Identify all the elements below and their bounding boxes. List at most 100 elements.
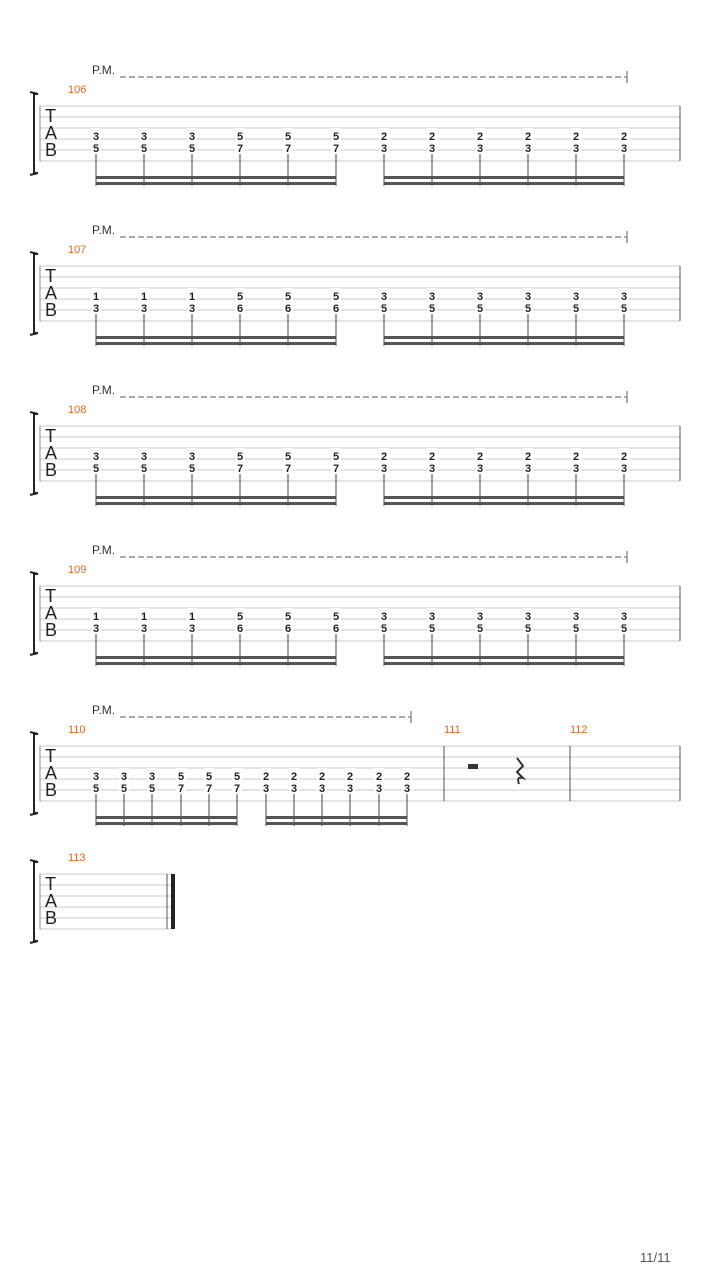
fret-number: 6 bbox=[285, 303, 291, 315]
fret-number: 7 bbox=[234, 783, 240, 795]
beam-secondary bbox=[384, 662, 624, 665]
fret-background bbox=[139, 128, 149, 152]
fret-number: 5 bbox=[141, 143, 147, 155]
fret-background bbox=[261, 768, 271, 792]
fret-number: 3 bbox=[621, 291, 627, 303]
beam-primary bbox=[96, 656, 336, 659]
fret-number: 3 bbox=[477, 143, 483, 155]
fret-number: 6 bbox=[237, 623, 243, 635]
fret-background bbox=[91, 768, 101, 792]
beam-secondary bbox=[96, 342, 336, 345]
palm-mute-label: P.M. bbox=[92, 703, 115, 717]
system-bracket bbox=[33, 573, 38, 654]
fret-number: 7 bbox=[333, 143, 339, 155]
bracket-top-hook bbox=[29, 251, 39, 255]
fret-background bbox=[619, 288, 629, 312]
fret-background bbox=[379, 608, 389, 632]
palm-mute-label: P.M. bbox=[92, 63, 115, 77]
fret-number: 5 bbox=[206, 771, 212, 783]
beam-primary bbox=[384, 176, 624, 179]
fret-background bbox=[235, 288, 245, 312]
fret-number: 1 bbox=[189, 291, 195, 303]
bracket-bottom-hook bbox=[29, 940, 39, 944]
tab-clef-letter: A bbox=[45, 603, 57, 623]
fret-number: 3 bbox=[573, 611, 579, 623]
fret-background bbox=[139, 608, 149, 632]
fret-number: 5 bbox=[573, 303, 579, 315]
fret-number: 2 bbox=[621, 451, 627, 463]
fret-background bbox=[374, 768, 384, 792]
fret-background bbox=[571, 448, 581, 472]
fret-number: 5 bbox=[429, 303, 435, 315]
fret-background bbox=[91, 288, 101, 312]
beam-primary bbox=[384, 336, 624, 339]
fret-number: 2 bbox=[525, 451, 531, 463]
measure-number: 110 bbox=[68, 724, 86, 736]
beam-primary bbox=[266, 816, 407, 819]
fret-number: 3 bbox=[573, 143, 579, 155]
fret-number: 5 bbox=[477, 623, 483, 635]
fret-number: 5 bbox=[477, 303, 483, 315]
fret-number: 3 bbox=[93, 623, 99, 635]
fret-background bbox=[331, 288, 341, 312]
beam-secondary bbox=[266, 822, 407, 825]
fret-background bbox=[283, 128, 293, 152]
fret-background bbox=[317, 768, 327, 792]
tab-clef-letter: A bbox=[45, 443, 57, 463]
fret-number: 1 bbox=[93, 291, 99, 303]
bracket-bottom-hook bbox=[29, 172, 39, 176]
fret-background bbox=[571, 288, 581, 312]
fret-background bbox=[427, 448, 437, 472]
fret-number: 5 bbox=[525, 303, 531, 315]
fret-background bbox=[402, 768, 412, 792]
fret-background bbox=[91, 448, 101, 472]
fret-number: 3 bbox=[477, 291, 483, 303]
palm-mute-label: P.M. bbox=[92, 543, 115, 557]
fret-number: 7 bbox=[285, 463, 291, 475]
tab-clef-letter: A bbox=[45, 283, 57, 303]
fret-number: 3 bbox=[141, 451, 147, 463]
fret-background bbox=[619, 448, 629, 472]
fret-number: 7 bbox=[333, 463, 339, 475]
fret-background bbox=[283, 448, 293, 472]
fret-background bbox=[187, 608, 197, 632]
fret-background bbox=[147, 768, 157, 792]
bracket-top-hook bbox=[29, 411, 39, 415]
fret-number: 3 bbox=[319, 783, 325, 795]
tab-clef-letter: A bbox=[45, 763, 57, 783]
fret-number: 5 bbox=[381, 623, 387, 635]
fret-number: 3 bbox=[93, 451, 99, 463]
fret-background bbox=[475, 608, 485, 632]
fret-number: 5 bbox=[237, 451, 243, 463]
fret-number: 3 bbox=[621, 143, 627, 155]
fret-background bbox=[119, 768, 129, 792]
fret-number: 5 bbox=[189, 463, 195, 475]
system-bracket bbox=[33, 253, 38, 334]
tab-clef-letter: T bbox=[45, 266, 56, 286]
fret-number: 2 bbox=[347, 771, 353, 783]
fret-background bbox=[523, 448, 533, 472]
bracket-top-hook bbox=[29, 859, 39, 863]
fret-number: 5 bbox=[121, 783, 127, 795]
fret-number: 2 bbox=[291, 771, 297, 783]
beam-secondary bbox=[384, 342, 624, 345]
fret-number: 5 bbox=[234, 771, 240, 783]
fret-number: 3 bbox=[189, 131, 195, 143]
beam-primary bbox=[96, 176, 336, 179]
fret-background bbox=[475, 128, 485, 152]
fret-number: 5 bbox=[237, 291, 243, 303]
fret-number: 3 bbox=[573, 463, 579, 475]
tab-clef-letter: B bbox=[45, 620, 57, 640]
fret-number: 2 bbox=[573, 131, 579, 143]
beam-secondary bbox=[96, 502, 336, 505]
system-bracket bbox=[33, 413, 38, 494]
tab-clef-letter: A bbox=[45, 123, 57, 143]
beam-secondary bbox=[96, 662, 336, 665]
fret-background bbox=[571, 608, 581, 632]
fret-number: 3 bbox=[93, 131, 99, 143]
fret-number: 3 bbox=[376, 783, 382, 795]
tab-clef-letter: A bbox=[45, 891, 57, 911]
